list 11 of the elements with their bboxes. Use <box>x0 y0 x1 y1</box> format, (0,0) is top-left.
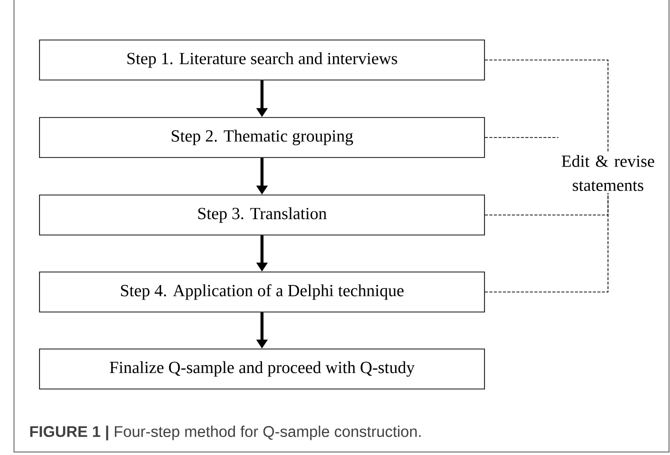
step-box: Step 2. Thematic grouping <box>39 117 485 158</box>
dashed-connector <box>484 192 608 292</box>
dashed-connector <box>484 192 608 216</box>
dashed-connector <box>484 60 608 154</box>
step-box: Step 4. Application of a Delphi technique <box>39 272 485 312</box>
step-box: Finalize Q-sample and proceed with Q-study <box>39 348 485 390</box>
note-text: Edit & revise statements <box>562 155 654 191</box>
dashed-connector <box>484 137 559 138</box>
step-box: Step 1. Literature search and interviews <box>39 40 485 80</box>
figure-caption: FIGURE 1 | Four-step method for Q-sample construction. <box>30 426 421 440</box>
step-box: Step 3. Translation <box>39 194 485 236</box>
